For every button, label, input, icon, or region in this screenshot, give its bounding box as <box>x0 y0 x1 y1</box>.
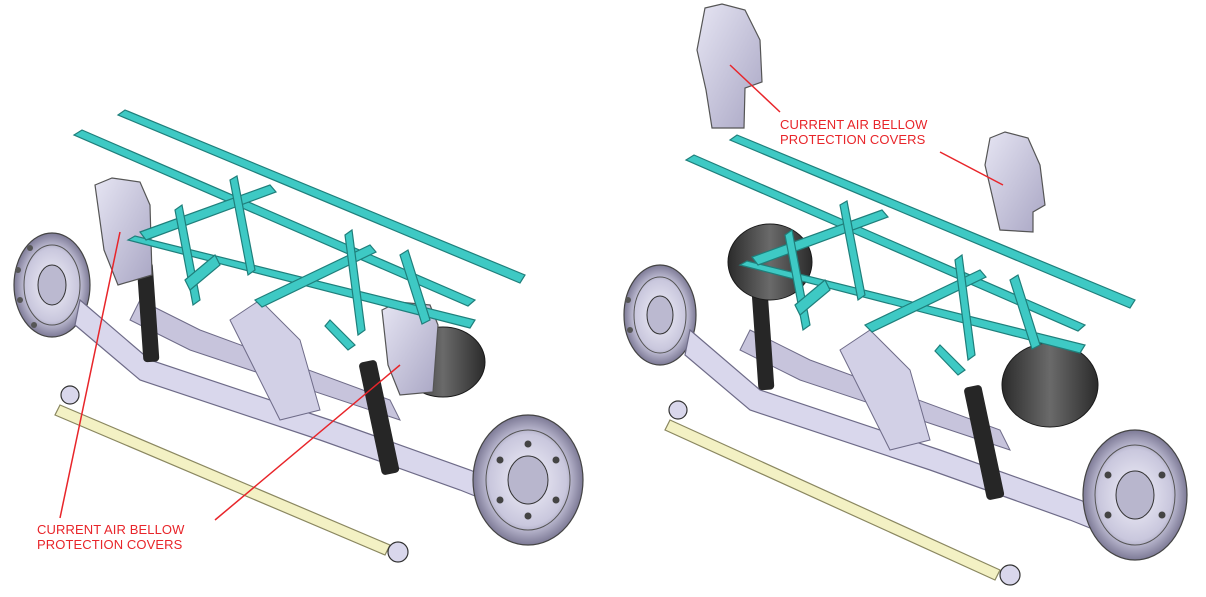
exploded-cover-top <box>696 3 763 129</box>
right-hub-right-wheel <box>1082 429 1188 561</box>
left-subframe <box>72 109 526 351</box>
right-callout-label: CURRENT AIR BELLOW PROTECTION COVERS <box>780 117 927 147</box>
right-subframe <box>684 134 1136 376</box>
right-axle-beam <box>684 328 1151 551</box>
left-hub-left-wheel <box>13 232 91 338</box>
right-hub-left-wheel <box>623 264 697 366</box>
left-assembly <box>13 109 584 563</box>
left-callout-line2: PROTECTION COVERS <box>37 537 183 552</box>
right-assembly <box>623 3 1188 586</box>
left-shock-absorbers <box>136 261 400 475</box>
right-tie-rod <box>664 400 1021 586</box>
left-tie-rod <box>54 385 409 563</box>
left-callout-label: CURRENT AIR BELLOW PROTECTION COVERS <box>37 522 184 552</box>
right-shock-absorbers <box>751 289 1005 500</box>
right-protection-covers <box>696 3 1046 233</box>
left-hub-right-wheel <box>472 414 584 546</box>
right-callout-leaders <box>729 64 1004 186</box>
right-callout-line1: CURRENT AIR BELLOW <box>780 117 928 132</box>
left-callout-line1: CURRENT AIR BELLOW <box>37 522 185 537</box>
left-protection-covers <box>94 177 439 396</box>
right-callout-line2: PROTECTION COVERS <box>780 132 926 147</box>
left-callout-leaders <box>59 231 401 521</box>
exploded-cover-bottom <box>984 131 1046 233</box>
